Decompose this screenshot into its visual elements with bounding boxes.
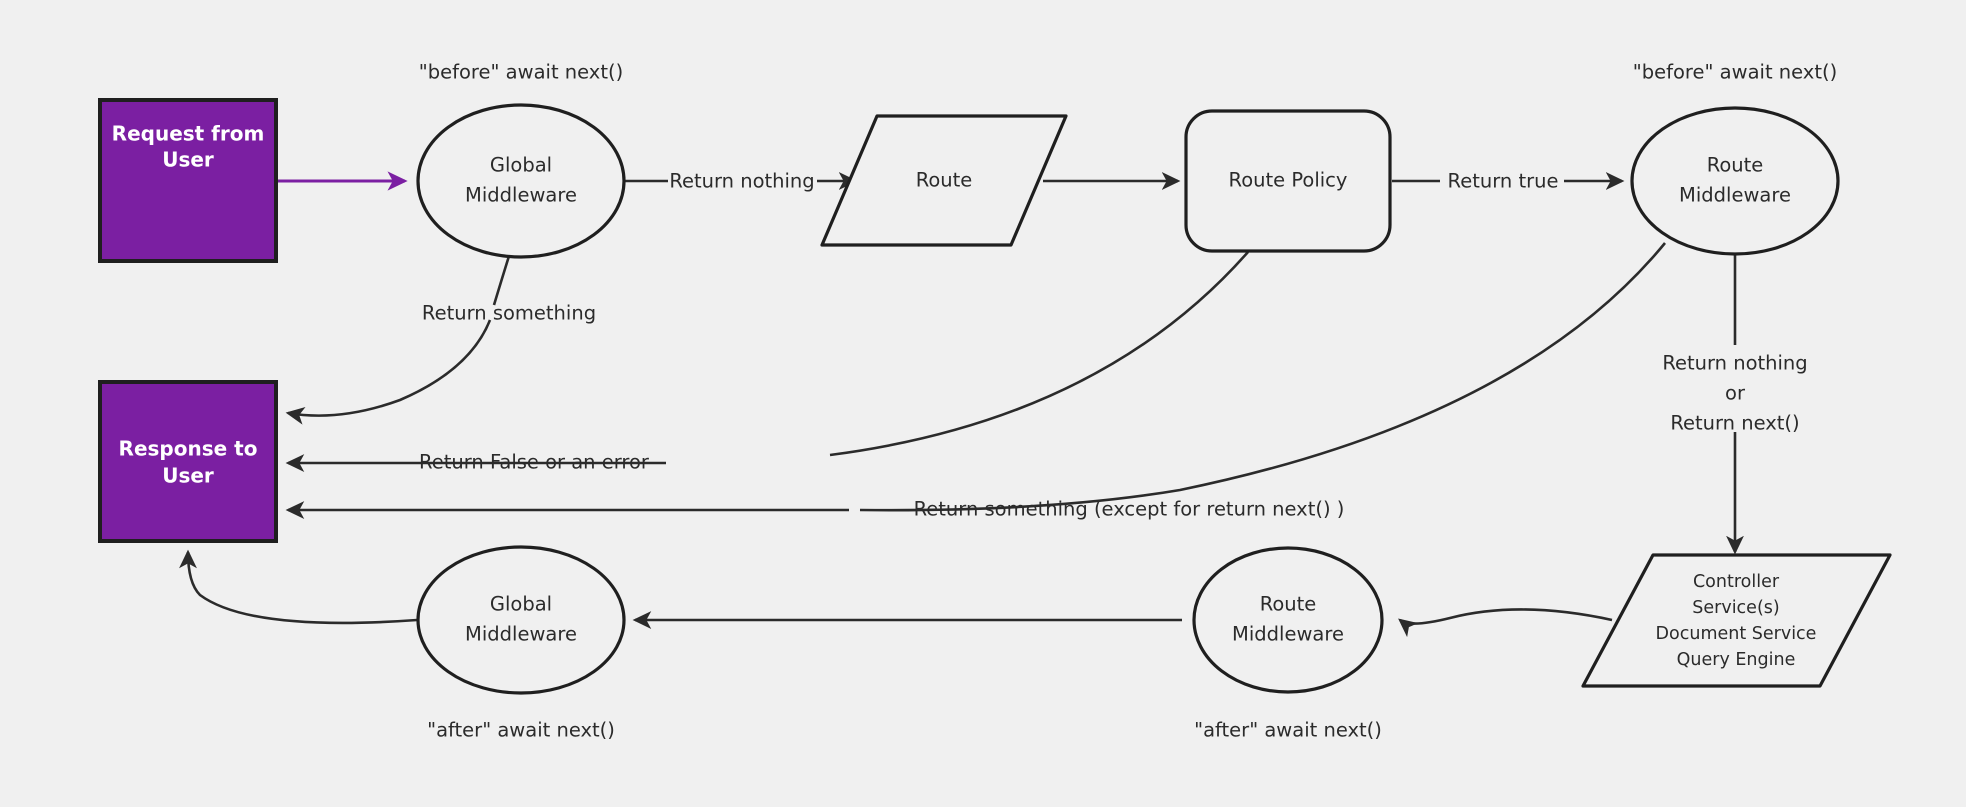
route-middleware-before-line1: Route: [1707, 154, 1764, 177]
controller-stack-line2: Service(s): [1692, 598, 1779, 618]
response-to-user-line1: Response to: [119, 437, 258, 461]
edge-label-return-nothing: Return nothing: [669, 170, 814, 193]
edge-label-return-nothing-or-next-line2: or: [1725, 382, 1746, 405]
node-controller-stack[interactable]: Controller Service(s) Document Service Q…: [1581, 553, 1892, 688]
controller-stack-line3: Document Service: [1656, 624, 1817, 644]
edge-label-return-something: Return something: [422, 302, 596, 325]
global-middleware-after-line1: Global: [490, 593, 552, 616]
global-middleware-before-line1: Global: [490, 154, 552, 177]
global-middleware-before-line2: Middleware: [465, 184, 577, 207]
edge-controller-to-route-middleware-after: [1398, 608, 1613, 638]
edge-policy-false-curve: [829, 251, 1249, 457]
controller-stack-line4: Query Engine: [1677, 650, 1796, 670]
node-route-middleware-after[interactable]: Route Middleware: [1192, 546, 1384, 694]
global-middleware-after-line2: Middleware: [465, 623, 577, 646]
edge-label-return-nothing-or-next-line1: Return nothing: [1662, 352, 1807, 375]
edge-global-return-something-to-response: [285, 319, 492, 425]
edge-label-return-true: Return true: [1448, 170, 1559, 193]
node-route-middleware-before[interactable]: Route Middleware: [1630, 106, 1840, 256]
controller-stack-line1: Controller: [1693, 572, 1780, 592]
edge-label-return-false-or-error: Return False or an error: [419, 451, 650, 474]
response-to-user-line2: User: [162, 464, 214, 488]
request-from-user-line2: User: [162, 148, 214, 172]
edge-global-mw-after-to-response: [179, 549, 418, 625]
node-route[interactable]: Route: [820, 114, 1068, 247]
annotation-after-route-middleware: "after" await next(): [1194, 719, 1382, 742]
annotation-before-global-middleware: "before" await next(): [419, 61, 623, 84]
annotation-after-global-middleware: "after" await next(): [427, 719, 615, 742]
annotation-before-route-middleware: "before" await next(): [1633, 61, 1837, 84]
edge-label-return-nothing-or-next-line3: Return next(): [1670, 412, 1799, 435]
node-route-policy[interactable]: Route Policy: [1184, 109, 1392, 253]
route-label: Route: [916, 169, 973, 192]
route-middleware-after-line1: Route: [1260, 593, 1317, 616]
edge-route-mw-return-curve: [859, 242, 1667, 512]
request-from-user-line1: Request from: [112, 122, 265, 146]
node-global-middleware-after[interactable]: Global Middleware: [416, 545, 626, 695]
route-middleware-before-line2: Middleware: [1679, 184, 1791, 207]
edge-label-return-something-except-next: Return something (except for return next…: [914, 498, 1345, 521]
node-request-from-user[interactable]: Request from User: [98, 98, 278, 263]
node-global-middleware-before[interactable]: Global Middleware: [416, 103, 626, 259]
edge-global-return-stub: [492, 255, 511, 306]
route-middleware-after-line2: Middleware: [1232, 623, 1344, 646]
node-response-to-user[interactable]: Response to User: [98, 380, 278, 543]
route-policy-label: Route Policy: [1229, 169, 1348, 192]
